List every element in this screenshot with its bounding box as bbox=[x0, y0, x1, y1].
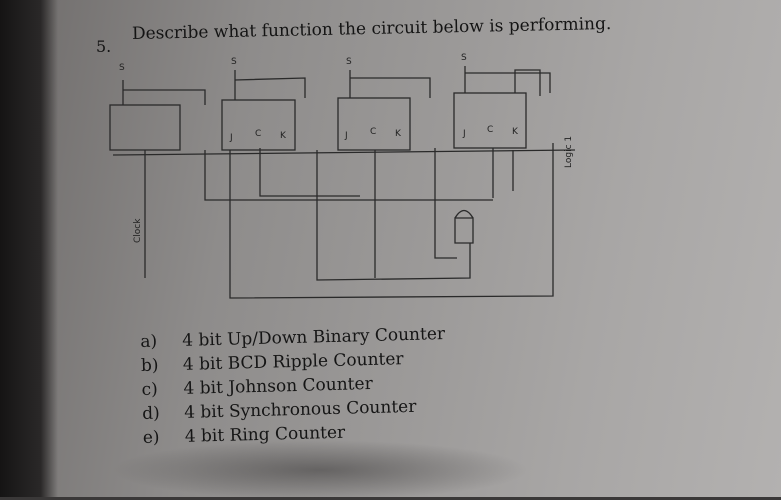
ff1-preset-label: S bbox=[119, 63, 125, 73]
flipflop-1 bbox=[109, 104, 181, 151]
option-e-letter: e) bbox=[142, 427, 160, 448]
ff3-preset-label: S bbox=[346, 57, 352, 67]
ff3-j-label: J bbox=[344, 131, 348, 141]
ff3-clk-label: C bbox=[370, 127, 376, 137]
ff2-clk-label: C bbox=[255, 129, 261, 139]
option-b-letter: b) bbox=[140, 355, 159, 376]
ff4-preset-label: S bbox=[461, 53, 467, 63]
flipflop-3 bbox=[337, 97, 411, 151]
ff2-k-label: K bbox=[280, 131, 287, 141]
circuit-diagram: S S S S J C K J C K J C K Logic 1 Clock bbox=[109, 53, 576, 299]
clock-label: Clock bbox=[133, 218, 143, 243]
ff4-k-label: K bbox=[512, 127, 519, 137]
ff4-j-label: J bbox=[462, 129, 466, 139]
logic-1-label: Logic 1 bbox=[564, 136, 574, 168]
ff2-j-label: J bbox=[229, 133, 233, 143]
option-e-text: 4 bit Ring Counter bbox=[184, 422, 346, 447]
question-number: 5. bbox=[96, 37, 112, 56]
ff4-clk-label: C bbox=[487, 125, 493, 135]
ff3-k-label: K bbox=[395, 129, 402, 139]
flipflop-4 bbox=[453, 92, 527, 149]
dark-edge bbox=[0, 0, 58, 497]
ff2-preset-label: S bbox=[231, 57, 237, 67]
option-a-letter: a) bbox=[140, 331, 158, 352]
answer-options: a) 4 bit Up/Down Binary Counter b) 4 bit… bbox=[140, 322, 448, 450]
and-gate bbox=[454, 217, 474, 244]
flipflop-2 bbox=[221, 99, 296, 151]
hand-shadow bbox=[110, 440, 530, 500]
option-d-letter: d) bbox=[141, 403, 160, 424]
option-c-letter: c) bbox=[141, 379, 158, 400]
